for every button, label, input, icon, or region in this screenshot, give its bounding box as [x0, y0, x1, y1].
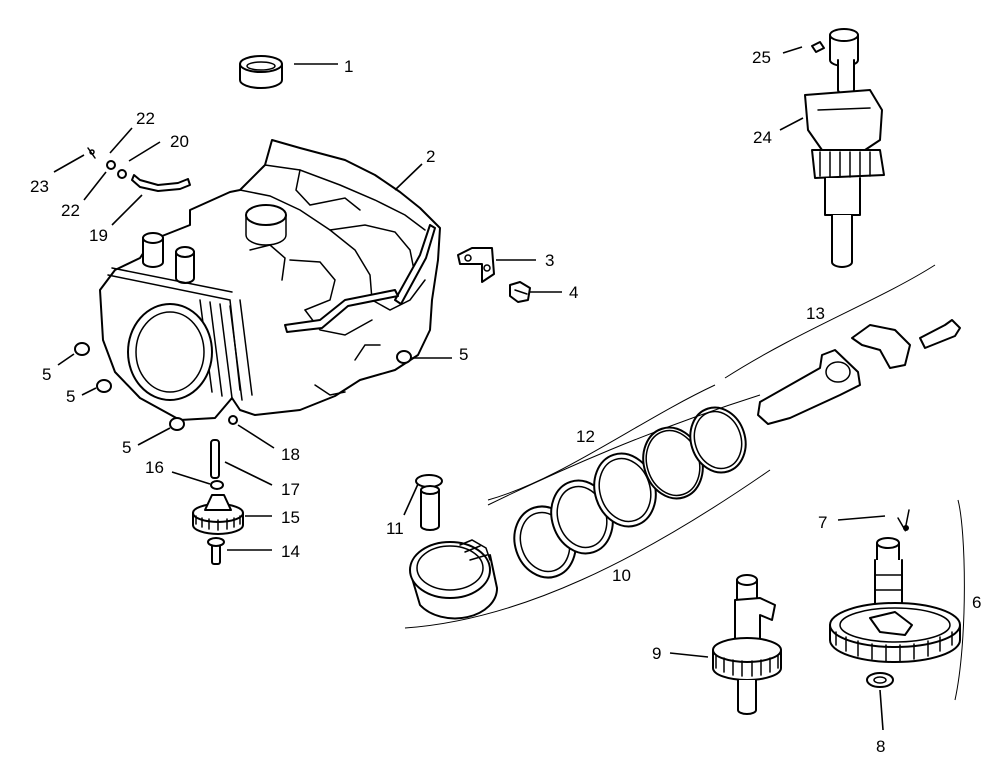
part-breather-tube	[131, 174, 191, 192]
part-governor-pin	[207, 537, 225, 565]
callout-22-a: 22	[136, 109, 155, 128]
callout-15: 15	[281, 508, 300, 527]
callout-5-d: 5	[459, 345, 468, 364]
callout-9: 9	[652, 644, 661, 663]
callout-5-b: 5	[66, 387, 75, 406]
part-piston-rings	[513, 406, 747, 579]
callout-labels: 1 2 3 4 5 5 5 5 6 7 8 9 10 11 12 13 14 1…	[30, 48, 981, 756]
part-bracket	[457, 247, 495, 283]
callout-24: 24	[753, 128, 772, 147]
part-connecting-rod	[757, 319, 961, 425]
callout-23: 23	[30, 177, 49, 196]
part-crankcase	[99, 139, 441, 421]
callout-10: 10	[612, 566, 631, 585]
part-washer	[210, 480, 224, 490]
part-camshaft	[829, 537, 961, 663]
callout-17: 17	[281, 480, 300, 499]
part-piston-pin	[415, 474, 443, 531]
part-governor-shaft	[210, 439, 220, 479]
part-piston	[409, 539, 499, 620]
part-spring-pin	[897, 509, 910, 533]
callout-4: 4	[569, 283, 578, 302]
callout-6: 6	[972, 593, 981, 612]
callout-16: 16	[145, 458, 164, 477]
callout-1: 1	[344, 57, 353, 76]
callout-19: 19	[89, 226, 108, 245]
part-cam-washer	[866, 672, 894, 688]
callout-12: 12	[576, 427, 595, 446]
callout-11: 11	[386, 519, 404, 538]
part-crankshaft	[804, 28, 885, 268]
part-dowel-pin	[74, 342, 412, 431]
part-screw	[509, 281, 531, 303]
callout-14: 14	[281, 542, 300, 561]
callout-22-b: 22	[61, 201, 80, 220]
leader-lines	[53, 46, 886, 731]
callout-3: 3	[545, 251, 554, 270]
group-bracket-lines	[404, 264, 965, 701]
part-balance-gear	[712, 574, 782, 715]
callout-25: 25	[752, 48, 771, 67]
callout-13: 13	[806, 304, 825, 323]
part-clamp-small	[106, 160, 127, 179]
callout-5-c: 5	[122, 438, 131, 457]
callout-2: 2	[426, 147, 435, 166]
callout-18: 18	[281, 445, 300, 464]
callout-8: 8	[876, 737, 885, 756]
callout-7: 7	[818, 513, 827, 532]
callout-5-a: 5	[42, 365, 51, 384]
part-steel-ball	[228, 415, 238, 425]
part-crank-key	[811, 41, 825, 53]
part-cotter	[87, 147, 96, 159]
callout-20: 20	[170, 132, 189, 151]
part-seal-ring	[239, 55, 283, 89]
part-governor-gear	[192, 494, 244, 535]
